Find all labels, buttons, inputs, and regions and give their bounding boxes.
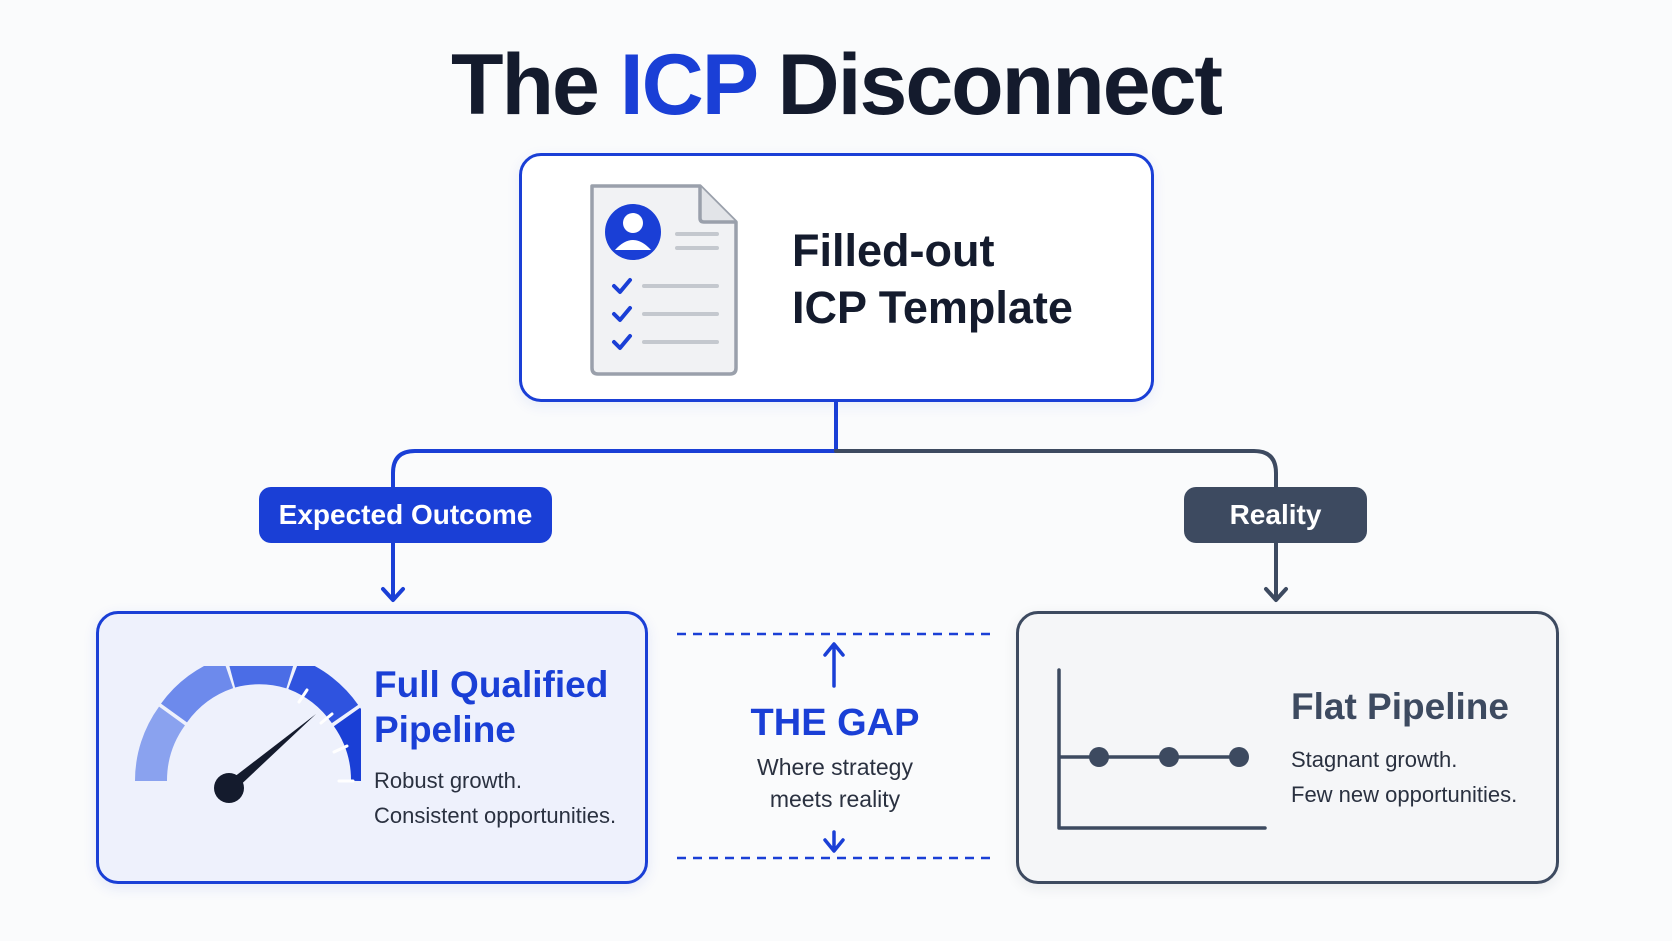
expected-card-sub-line2: Consistent opportunities.	[374, 803, 617, 828]
reality-card-sub-line2: Few new opportunities.	[1291, 782, 1518, 807]
speedometer-icon	[134, 666, 361, 803]
right-branch-connector	[834, 449, 1278, 489]
left-branch-connector	[391, 449, 838, 489]
title-prefix: The	[450, 37, 600, 133]
icp-template-box: Filled-out ICP Template	[519, 153, 1154, 402]
reality-card-sub-line1: Stagnant growth.	[1291, 747, 1458, 772]
expected-card-title: Full Qualified Pipeline	[374, 662, 608, 752]
gap-sub-line2: meets reality	[769, 786, 901, 812]
gap-up-arrow	[823, 642, 845, 688]
title-highlight: ICP	[619, 37, 758, 133]
expected-card-sub-line1: Robust growth.	[374, 768, 522, 793]
expected-card-description: Robust growth. Consistent opportunities.	[374, 763, 616, 833]
document-profile-icon	[590, 184, 738, 376]
flat-line-chart-icon	[1057, 668, 1267, 830]
reality-card-description: Stagnant growth. Few new opportunities.	[1291, 742, 1517, 812]
gap-description: Where strategy meets reality	[685, 751, 985, 815]
gap-sub-line1: Where strategy	[757, 754, 913, 780]
expected-card-title-line2: Pipeline	[374, 709, 516, 750]
expected-outcome-card: Full Qualified Pipeline Robust growth. C…	[96, 611, 648, 884]
title-suffix: Disconnect	[777, 37, 1223, 133]
right-arrowhead	[1264, 587, 1288, 602]
template-label-line2: ICP Template	[792, 282, 1073, 333]
reality-label: Reality	[1184, 487, 1367, 543]
gap-title: THE GAP	[750, 702, 920, 744]
reality-card: Flat Pipeline Stagnant growth. Few new o…	[1016, 611, 1559, 884]
reality-card-title: Flat Pipeline	[1291, 686, 1509, 727]
page-title: The ICP Disconnect	[0, 30, 1672, 140]
left-arrowhead	[381, 587, 405, 602]
template-label-line1: Filled-out	[792, 225, 995, 276]
gap-down-arrow	[823, 830, 845, 853]
expected-outcome-label: Expected Outcome	[259, 487, 552, 543]
template-label: Filled-out ICP Template	[792, 222, 1073, 336]
expected-card-title-line1: Full Qualified	[374, 664, 609, 705]
